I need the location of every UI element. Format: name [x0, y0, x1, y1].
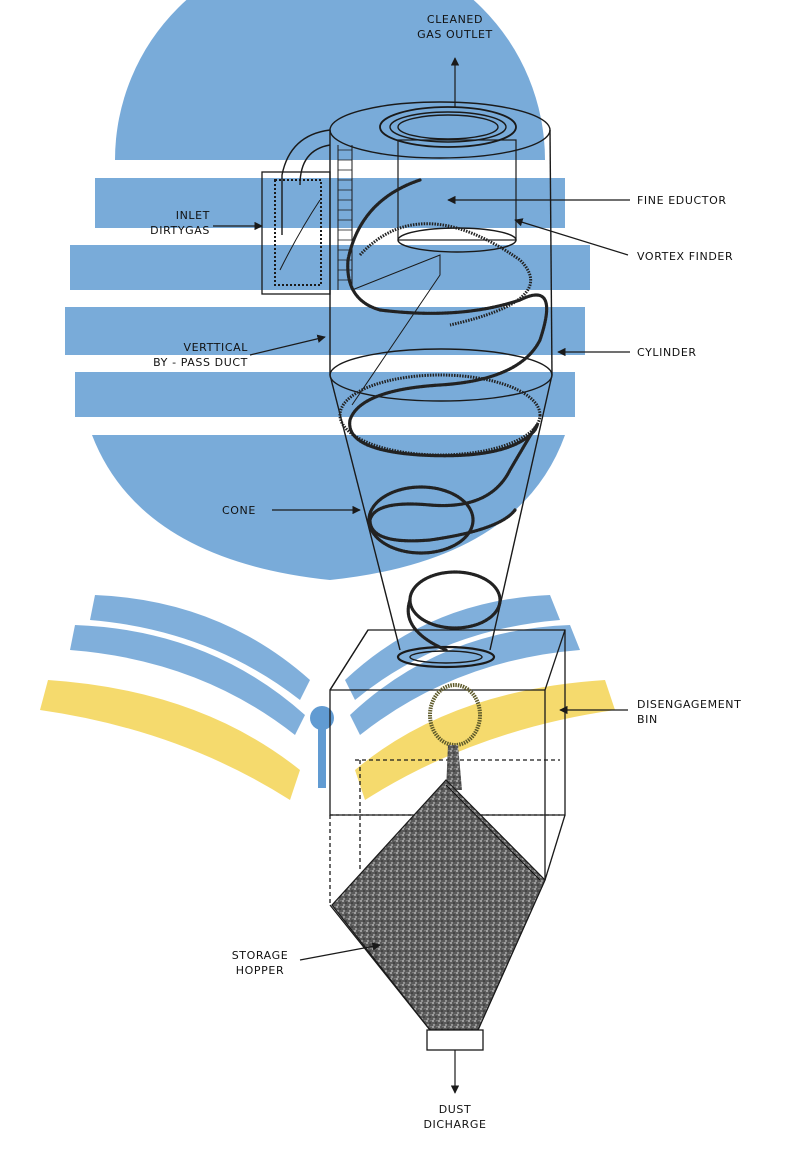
label-cleaned-gas-outlet: CLEANED GAS OUTLET	[400, 12, 510, 42]
label-vortex-finder: VORTEX FINDER	[637, 249, 733, 264]
label-storage-hopper: STORAGE HOPPER	[222, 948, 298, 978]
label-cone: CONE	[222, 503, 256, 518]
label-dust-discharge: DUST DICHARGE	[400, 1102, 510, 1132]
label-vertical-bypass-duct: VERTTICAL BY - PASS DUCT	[120, 340, 248, 370]
watermark-logo	[40, 0, 615, 800]
dust-discharge-outlet	[427, 1030, 483, 1050]
label-cylinder: CYLINDER	[637, 345, 697, 360]
label-inlet-dirty-gas: INLET DIRTYGAS	[118, 208, 210, 238]
label-disengagement-bin: DISENGAGEMENT BIN	[637, 697, 741, 727]
label-fine-eductor: FINE EDUCTOR	[637, 193, 727, 208]
storage-hopper-dust	[332, 780, 545, 1030]
